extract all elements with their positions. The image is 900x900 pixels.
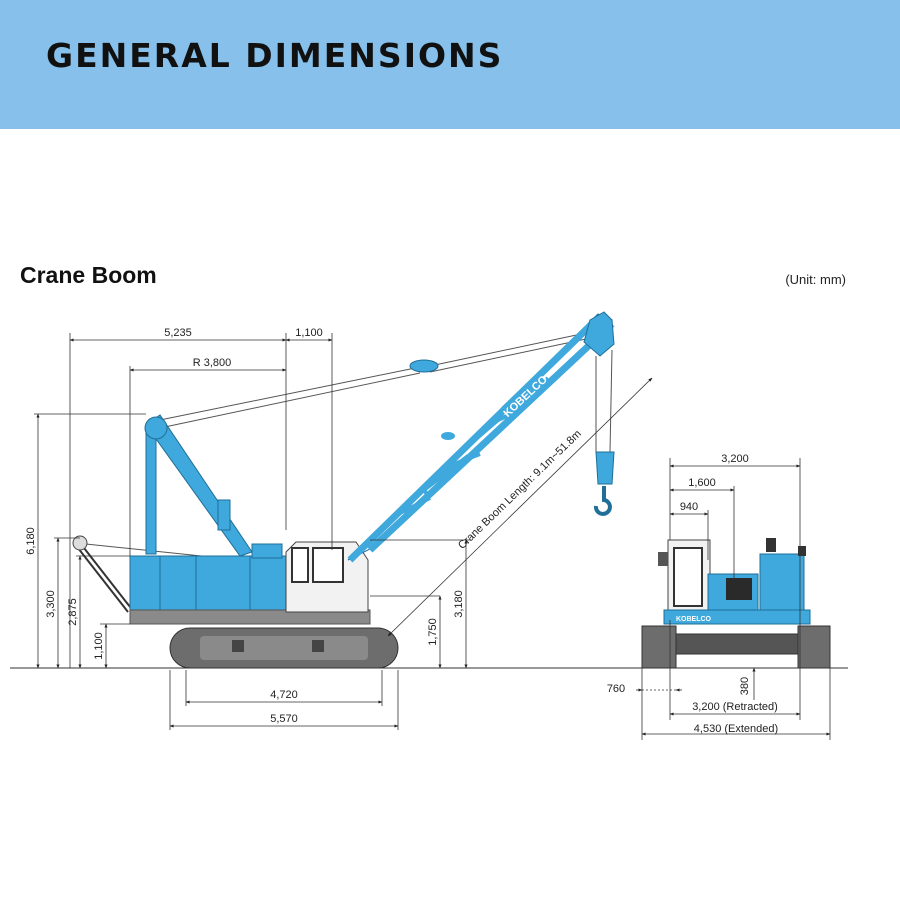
dim-tail-radius: R 3,800 (193, 357, 232, 369)
dim-height-1100: 1,100 (93, 632, 105, 660)
dim-overall-height: 6,180 (25, 527, 37, 555)
dim-top-reach: 5,235 (164, 327, 192, 339)
rear-dim-width-1600: 1,600 (688, 477, 716, 489)
rear-kobelco-logo: KOBELCO (676, 616, 712, 623)
unit-note: (Unit: mm) (785, 272, 846, 287)
page-title: GENERAL DIMENSIONS (46, 36, 504, 75)
dim-height-3180: 3,180 (453, 590, 465, 618)
rear-dim-retracted: 3,200 (Retracted) (692, 701, 778, 713)
rear-view-crane: KOBELCO (641, 538, 831, 669)
dim-height-1750: 1,750 (427, 618, 439, 646)
boom-length-label: Crane Boom Length: 9.1m~51.8m (456, 428, 584, 552)
dim-height-3300: 3,300 (45, 590, 57, 618)
kobelco-logo: KOBELCO (501, 373, 550, 420)
hook-block (593, 349, 615, 516)
rear-dim-width-940: 940 (680, 501, 698, 513)
rear-dimension-lines (636, 458, 831, 740)
dim-top-extra: 1,100 (295, 327, 323, 339)
dim-height-2875: 2,875 (67, 598, 79, 626)
operator-cab (285, 541, 369, 613)
rear-dim-extended: 4,530 (Extended) (694, 723, 778, 735)
crawler-track (169, 627, 399, 669)
rear-dim-width-3200: 3,200 (721, 453, 749, 465)
section-title: Crane Boom (20, 262, 157, 288)
side-dimension-lines (34, 333, 653, 730)
dim-track-contact: 4,720 (270, 689, 298, 701)
dim-track-overall: 5,570 (270, 713, 298, 725)
tail-sheave (72, 535, 88, 551)
side-view-crane: KOBELCO (72, 311, 615, 669)
gantry-frame (144, 414, 253, 557)
upper-body (129, 543, 371, 625)
rear-dim-shoe-760: 760 (607, 683, 625, 695)
tail-rigging (77, 547, 135, 613)
rear-dim-clearance-380: 380 (739, 677, 751, 695)
header-banner: GENERAL DIMENSIONS (0, 0, 900, 129)
